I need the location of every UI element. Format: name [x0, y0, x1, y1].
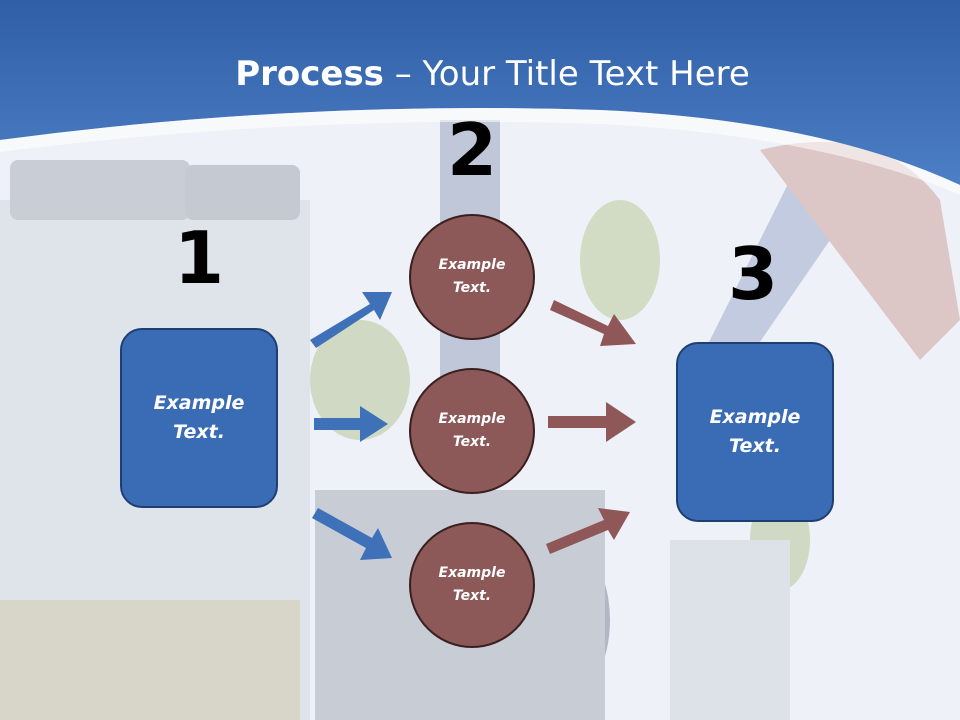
step-number-2: 2: [446, 108, 498, 192]
circle-middle-text: Example Text.: [438, 411, 506, 450]
title-bold: Process: [235, 54, 384, 94]
title-rest: – Your Title Text Here: [383, 54, 750, 94]
circle-bottom-text: Example Text.: [438, 565, 506, 604]
right-text-box: Example Text.: [676, 342, 834, 522]
left-text-box: Example Text.: [120, 328, 278, 508]
circle-top: Example Text.: [409, 214, 535, 340]
right-box-text: Example Text.: [709, 406, 801, 457]
circle-middle: Example Text.: [409, 368, 535, 494]
left-box-text: Example Text.: [153, 392, 245, 443]
circle-bottom: Example Text.: [409, 522, 535, 648]
circle-top-text: Example Text.: [438, 257, 506, 296]
step-number-3: 3: [727, 232, 779, 316]
step-number-1: 1: [173, 216, 225, 300]
slide-title: Process – Your Title Text Here: [0, 52, 960, 96]
